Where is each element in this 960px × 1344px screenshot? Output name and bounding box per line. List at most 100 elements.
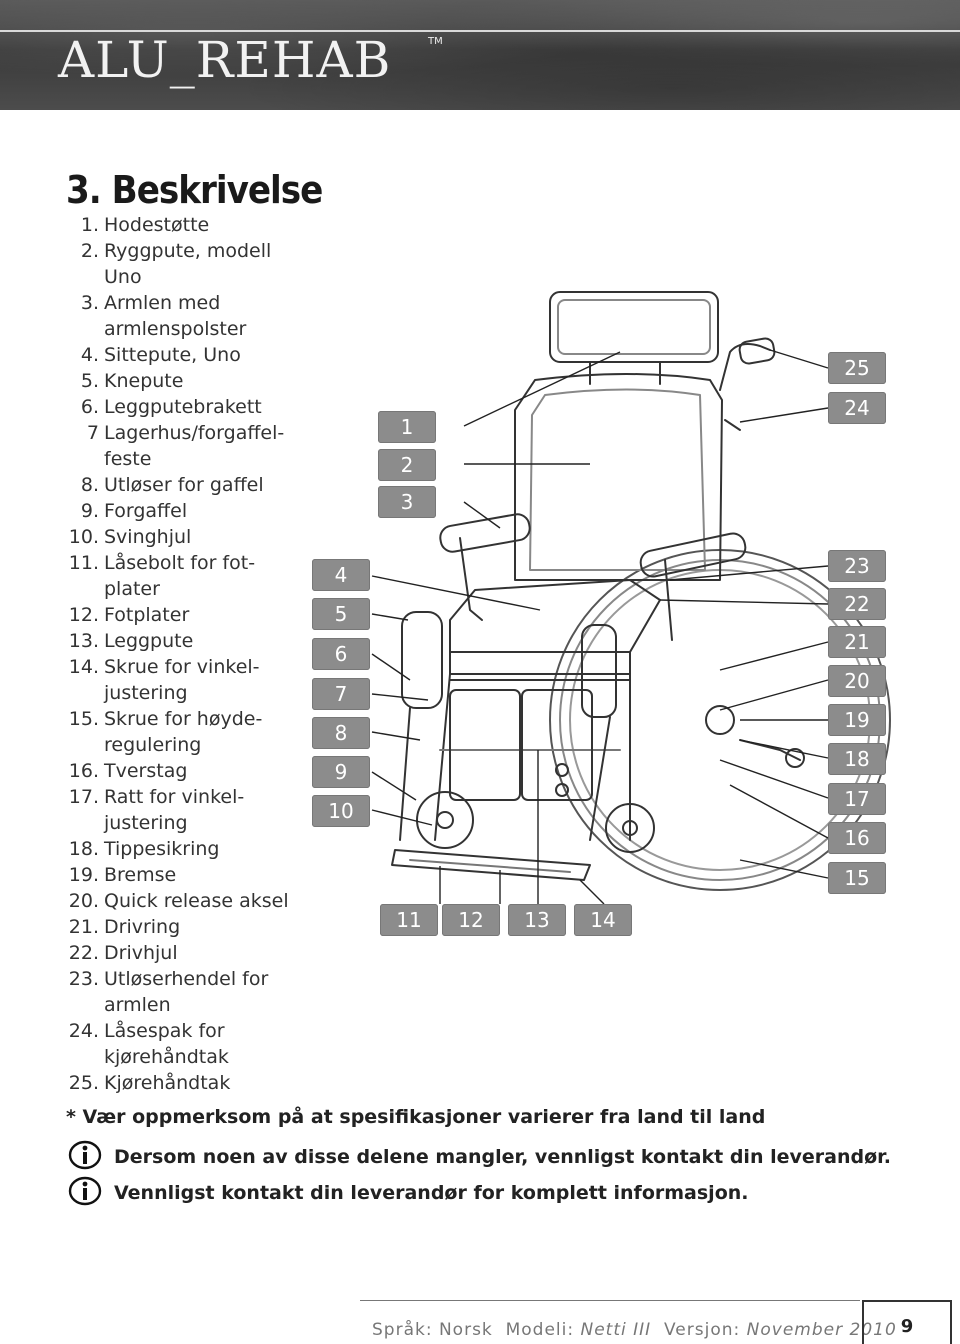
- item-number: 3.: [80, 292, 99, 314]
- info-text: Vennligst kontakt din leverandør for kom…: [114, 1182, 749, 1204]
- page-footer: Språk: Norsk Modeli: Netti III Versjon: …: [0, 1300, 960, 1344]
- model-label: Modeli:: [505, 1320, 575, 1340]
- seat-cushion: [449, 579, 661, 653]
- item-label: Hodestøtte: [104, 214, 210, 236]
- callout-20: 20: [828, 665, 886, 697]
- item-number: 12.: [68, 604, 99, 626]
- item-number: 11.: [68, 552, 99, 574]
- item-label: Låsebolt for fot-plater: [104, 552, 256, 600]
- list-item: 19.Bremse: [66, 862, 306, 888]
- leg-pad-left: [449, 689, 521, 801]
- parts-list: 1.Hodestøtte 2.Ryggpute, modell Uno 3.Ar…: [66, 212, 306, 1096]
- item-label: Quick release aksel: [104, 890, 289, 912]
- language-value: Norsk: [438, 1320, 493, 1340]
- callout-21: 21: [828, 626, 886, 658]
- callout-19: 19: [828, 704, 886, 736]
- list-item: 15.Skrue for høyde-regulering: [66, 706, 306, 758]
- armrest-left: [439, 513, 531, 553]
- item-label: Drivring: [104, 916, 181, 938]
- footer-meta: Språk: Norsk Modeli: Netti III Versjon: …: [372, 1320, 897, 1340]
- item-number: 10.: [68, 526, 99, 548]
- item-number: 20.: [68, 890, 99, 912]
- item-label: Armlen med armlenspolster: [104, 292, 247, 340]
- item-number: 19.: [68, 864, 99, 886]
- callout-3: 3: [378, 486, 436, 518]
- caster-left: [416, 791, 474, 849]
- item-label: Leggpute: [104, 630, 194, 652]
- list-item: 20.Quick release aksel: [66, 888, 306, 914]
- list-item: 5.Knepute: [66, 368, 306, 394]
- list-item: 22.Drivhjul: [66, 940, 306, 966]
- wheelchair-diagram: 1 2 3 4 5 6 7 8 9 10 11 12 13 14 15 16 1…: [300, 280, 960, 960]
- item-label: Leggputebrakett: [104, 396, 262, 418]
- knee-pad-right: [581, 624, 617, 718]
- callout-5: 5: [312, 598, 370, 630]
- item-label: Skrue for høyde-regulering: [104, 708, 263, 756]
- list-item: 4.Sittepute, Uno: [66, 342, 306, 368]
- callout-17: 17: [828, 783, 886, 815]
- callout-12: 12: [442, 904, 500, 936]
- item-number: 6.: [80, 396, 99, 418]
- callout-11: 11: [380, 904, 438, 936]
- item-label: Ryggpute, modell Uno: [104, 240, 272, 288]
- callout-9: 9: [312, 756, 370, 788]
- callout-16: 16: [828, 822, 886, 854]
- version-value: November 2010: [746, 1320, 897, 1340]
- item-label: Lagerhus/forgaffel-feste: [104, 422, 285, 470]
- list-item: 10.Svinghjul: [66, 524, 306, 550]
- info-text: Dersom noen av disse delene mangler, ven…: [114, 1146, 892, 1168]
- item-number: 9.: [80, 500, 99, 522]
- list-item: 12.Fotplater: [66, 602, 306, 628]
- item-label: Knepute: [104, 370, 184, 392]
- item-number: 16.: [68, 760, 99, 782]
- callout-10: 10: [312, 795, 370, 827]
- headrest: [549, 291, 719, 363]
- list-item: 24.Låsespak for kjørehåndtak: [66, 1018, 306, 1070]
- item-number: 1.: [80, 214, 99, 236]
- item-number: 25.: [68, 1072, 99, 1094]
- callout-18: 18: [828, 743, 886, 775]
- model-value: Netti III: [580, 1320, 652, 1340]
- version-label: Versjon:: [664, 1320, 741, 1340]
- item-label: Ratt for vinkel-justering: [104, 786, 245, 834]
- item-number: 2.: [80, 240, 99, 262]
- callout-4: 4: [312, 559, 370, 591]
- item-number: 17.: [68, 786, 99, 808]
- list-item: 18.Tippesikring: [66, 836, 306, 862]
- info-icon: [68, 1140, 102, 1170]
- callout-8: 8: [312, 717, 370, 749]
- list-item: 23.Utløserhendel for armlen: [66, 966, 306, 1018]
- item-label: Bremse: [104, 864, 177, 886]
- item-label: Tippesikring: [104, 838, 220, 860]
- caster-right: [605, 803, 655, 853]
- item-label: Låsespak for kjørehåndtak: [104, 1020, 229, 1068]
- callout-7: 7: [312, 678, 370, 710]
- list-item: 9.Forgaffel: [66, 498, 306, 524]
- callout-22: 22: [828, 588, 886, 620]
- item-number: 23.: [68, 968, 99, 990]
- item-label: Fotplater: [104, 604, 190, 626]
- leg-pad-right: [521, 689, 593, 801]
- trademark-mark: TM: [428, 36, 443, 47]
- item-number: 7: [86, 422, 99, 444]
- list-item: 16.Tverstag: [66, 758, 306, 784]
- info-icon: [68, 1176, 102, 1206]
- list-item: 2.Ryggpute, modell Uno: [66, 238, 306, 290]
- list-item: 1.Hodestøtte: [66, 212, 306, 238]
- item-number: 15.: [68, 708, 99, 730]
- list-item: 6.Leggputebrakett: [66, 394, 306, 420]
- callout-24: 24: [828, 392, 886, 424]
- banner-texture: [0, 0, 960, 110]
- push-handle: [719, 343, 771, 391]
- item-label: Sittepute, Uno: [104, 344, 241, 366]
- callout-2: 2: [378, 449, 436, 481]
- item-number: 22.: [68, 942, 99, 964]
- callout-6: 6: [312, 638, 370, 670]
- banner-rule: [0, 30, 960, 32]
- callout-25: 25: [828, 352, 886, 384]
- spec-variation-note: * Vær oppmerksom på at spesifikasjoner v…: [66, 1106, 766, 1128]
- knee-pad-left: [401, 611, 443, 709]
- backrest: [514, 373, 723, 581]
- callout-23: 23: [828, 550, 886, 582]
